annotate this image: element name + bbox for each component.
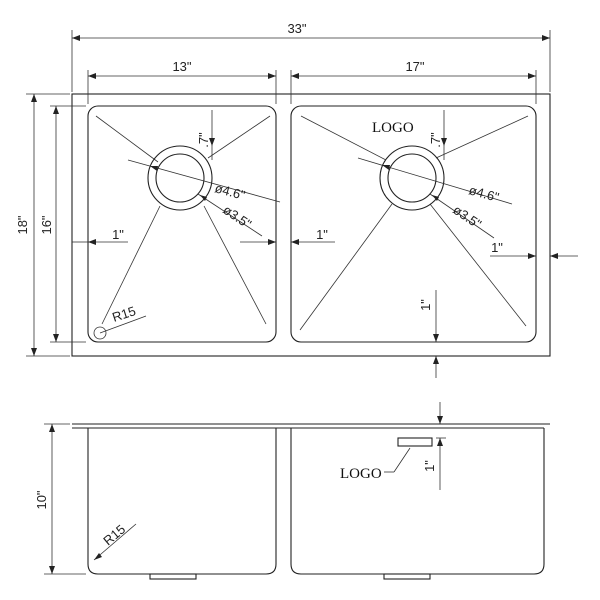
right-bowl-slope-lines (299, 115, 529, 331)
dim-bowl-depth: 16" (39, 215, 54, 234)
sink-outer-rim (71, 93, 551, 357)
right-bowl-outline (290, 105, 537, 343)
logo-label-top: LOGO (372, 120, 414, 136)
top-view-dimensions: 33" 13" 17" 18" 16" 1" (15, 21, 578, 378)
dim-corner-radius-top: R15 (110, 303, 137, 325)
dim-bottom-rim: 1" (418, 299, 433, 311)
dim-left-bowl-width: 13" (172, 59, 191, 74)
corner-radius-marker (93, 326, 107, 340)
dim-right-drain-offset: .7" (428, 132, 443, 148)
dim-side-height: 10" (34, 490, 49, 509)
dim-logo-offset: 1" (422, 460, 437, 472)
right-drain (379, 145, 445, 211)
dim-left-drain-outer: ø4.6" (213, 180, 247, 203)
dim-overall-depth: 18" (15, 215, 30, 234)
dim-right-bowl-width: 17" (405, 59, 424, 74)
dim-right-rim: 1" (491, 240, 503, 255)
dim-center-rim: 1" (316, 227, 328, 242)
left-bowl-outline (87, 105, 277, 343)
dim-corner-radius-side: R15 (100, 521, 128, 548)
left-bowl-slope-lines (95, 115, 271, 325)
side-right-drain (383, 573, 431, 580)
dim-right-drain-inner: ø3.5" (450, 202, 484, 232)
side-left-bowl (87, 428, 277, 575)
side-logo-plate (397, 437, 433, 447)
left-drain (147, 145, 213, 211)
dim-overall-width: 33" (287, 21, 306, 36)
side-left-drain (149, 573, 197, 580)
dim-left-rim: 1" (112, 227, 124, 242)
side-right-bowl (290, 428, 545, 575)
side-view: LOGO (72, 423, 550, 580)
logo-label-side: LOGO (340, 466, 382, 482)
top-view: LOGO (71, 93, 551, 357)
dim-right-drain-outer: ø4.6" (467, 182, 501, 205)
dim-left-drain-offset: .7" (196, 132, 211, 148)
